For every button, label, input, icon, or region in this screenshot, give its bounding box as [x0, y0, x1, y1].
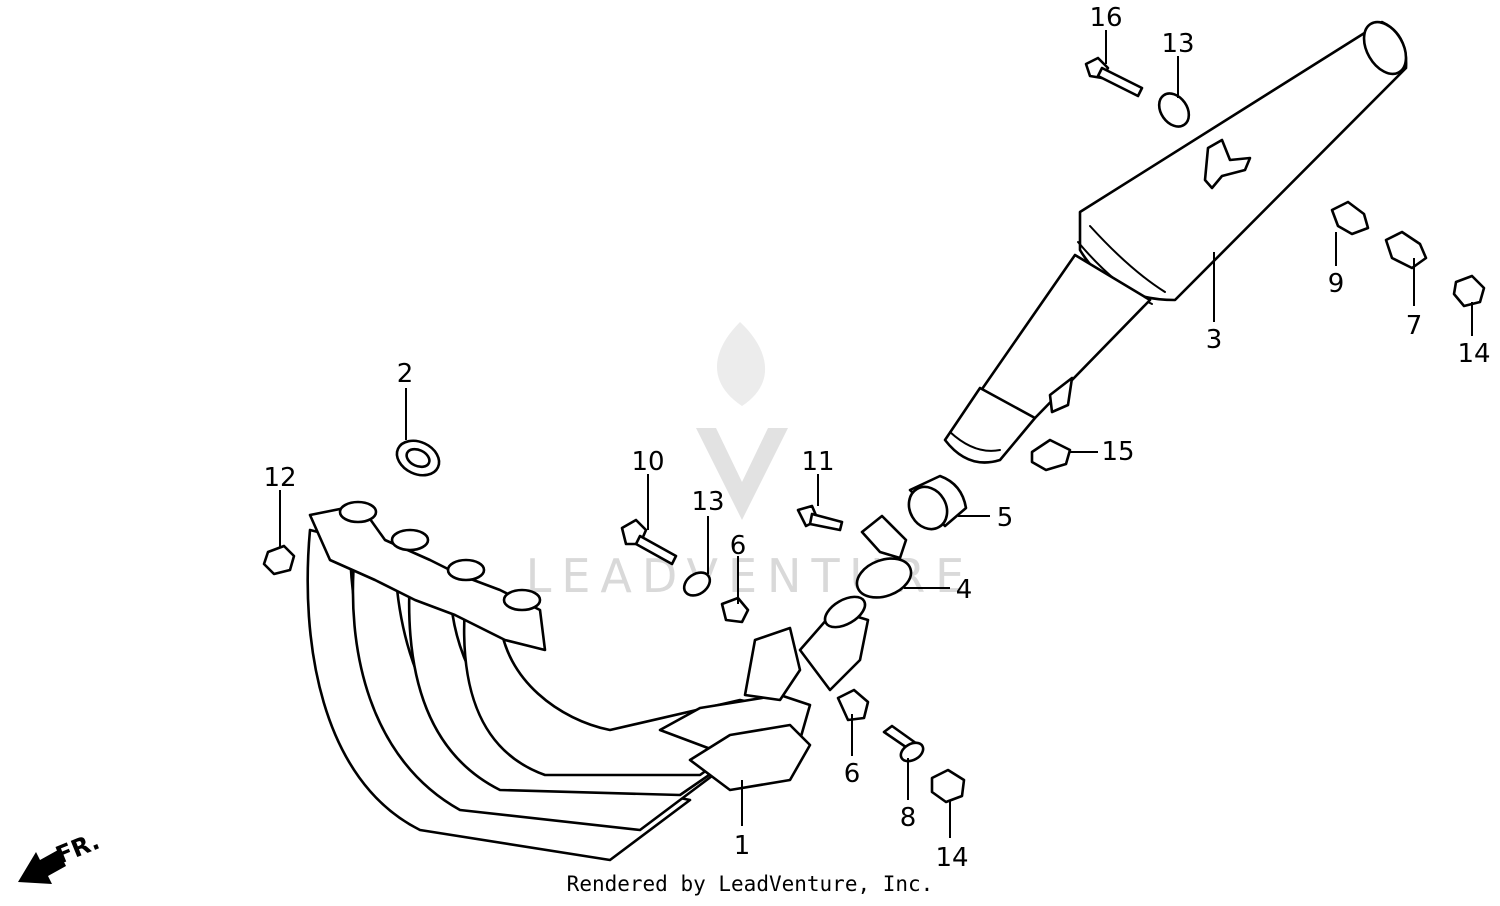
leader-lines [279, 30, 1473, 838]
leadventure-watermark: LEADVENTURE [526, 322, 964, 603]
callout-8: 8 [900, 803, 917, 833]
callout-10: 10 [631, 447, 664, 477]
front-label: FR. [52, 827, 104, 870]
callout-4: 4 [956, 575, 973, 605]
callout-13-upper: 13 [1161, 29, 1194, 59]
callout-14-lower: 14 [935, 843, 968, 873]
callout-3: 3 [1206, 325, 1223, 355]
band-clamp-part-4[interactable] [852, 514, 917, 604]
nut-part-14-upper[interactable] [1452, 274, 1486, 308]
mount-rubber-part-7[interactable] [1384, 230, 1428, 270]
callout-labels: 16 13 9 7 14 3 2 15 12 10 11 13 5 6 4 6 … [263, 3, 1490, 873]
callout-14-upper: 14 [1457, 339, 1490, 369]
callout-13-lower: 13 [691, 487, 724, 517]
callout-1: 1 [734, 831, 751, 861]
gasket-tube-part-5[interactable] [901, 474, 968, 536]
callout-15: 15 [1101, 437, 1134, 467]
muffler-part-3[interactable] [943, 15, 1415, 464]
bolt-part-10[interactable] [620, 518, 678, 566]
nut-part-12[interactable] [262, 544, 296, 576]
callout-9: 9 [1328, 269, 1345, 299]
collar-part-9[interactable] [1330, 200, 1370, 236]
callout-6-upper: 6 [730, 531, 747, 561]
washer-part-13-upper[interactable] [1153, 88, 1195, 132]
callout-2: 2 [397, 359, 414, 389]
front-arrow-icon [18, 850, 66, 884]
footer-credit: Rendered by LeadVenture, Inc. [566, 872, 934, 896]
callout-6-lower: 6 [844, 759, 861, 789]
callout-5: 5 [997, 503, 1014, 533]
washer-part-13-lower[interactable] [680, 568, 714, 600]
collar-part-6-lower[interactable] [836, 688, 870, 722]
callout-11: 11 [801, 447, 834, 477]
bolt-part-8[interactable] [882, 724, 926, 765]
collar-part-6-upper[interactable] [720, 596, 750, 624]
bolt-part-16[interactable] [1084, 56, 1144, 98]
callout-12: 12 [263, 463, 296, 493]
exhaust-header-part-1[interactable] [306, 500, 870, 862]
nut-part-14-lower[interactable] [930, 768, 966, 804]
mount-rubber-part-15[interactable] [1030, 438, 1072, 472]
callout-7: 7 [1406, 311, 1423, 341]
bolt-part-11[interactable] [796, 504, 844, 532]
callout-16: 16 [1089, 3, 1122, 33]
